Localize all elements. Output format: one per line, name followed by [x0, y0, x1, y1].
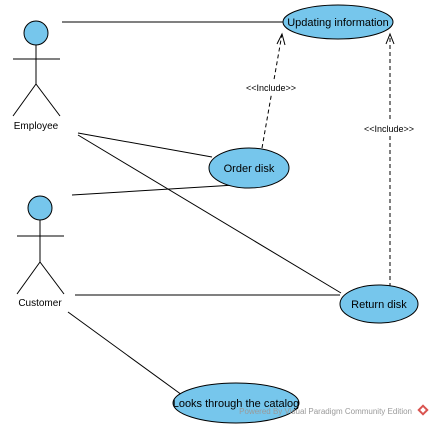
- association-employee-return-disk: [77, 134, 342, 294]
- actor-employee-right-leg: [35, 83, 61, 117]
- actor-employee[interactable]: Employee: [12, 20, 61, 132]
- include-label-1: <<Include>>: [246, 83, 296, 93]
- use-case-return-disk-label: Return disk: [351, 299, 407, 311]
- include-label-2-bg: [357, 121, 421, 135]
- visual-paradigm-logo-icon: [417, 404, 429, 416]
- actor-employee-head: [23, 20, 49, 46]
- actor-customer-right-leg: [39, 261, 65, 295]
- actor-employee-label: Employee: [14, 121, 59, 132]
- watermark-text: Powered By Visual Paradigm Community Edi…: [239, 407, 412, 416]
- include-arrowhead-1: [276, 32, 286, 46]
- use-case-looks-through-catalog[interactable]: [172, 382, 300, 424]
- association-employee-order-disk: [77, 132, 213, 158]
- association-customer-looks-through-catalog: [67, 311, 183, 396]
- include-label-2: <<Include>>: [364, 124, 414, 134]
- use-case-order-disk-label: Order disk: [224, 163, 275, 175]
- use-case-updating-information[interactable]: [282, 4, 394, 40]
- use-case-order-disk[interactable]: [208, 147, 290, 189]
- actor-customer-head: [27, 195, 53, 221]
- actor-customer[interactable]: Customer: [16, 195, 65, 309]
- use-case-looks-through-catalog-label: Looks through the catalog: [173, 398, 300, 410]
- use-case-return-disk[interactable]: [339, 284, 419, 324]
- actor-customer-label: Customer: [18, 298, 62, 309]
- use-case-updating-information-label: Updating information: [287, 17, 389, 29]
- actor-customer-left-leg: [16, 261, 41, 295]
- include-arrowhead-2: [385, 32, 395, 45]
- actor-employee-left-leg: [12, 83, 37, 117]
- association-customer-order-disk: [71, 184, 236, 196]
- include-label-1-bg: [239, 80, 303, 94]
